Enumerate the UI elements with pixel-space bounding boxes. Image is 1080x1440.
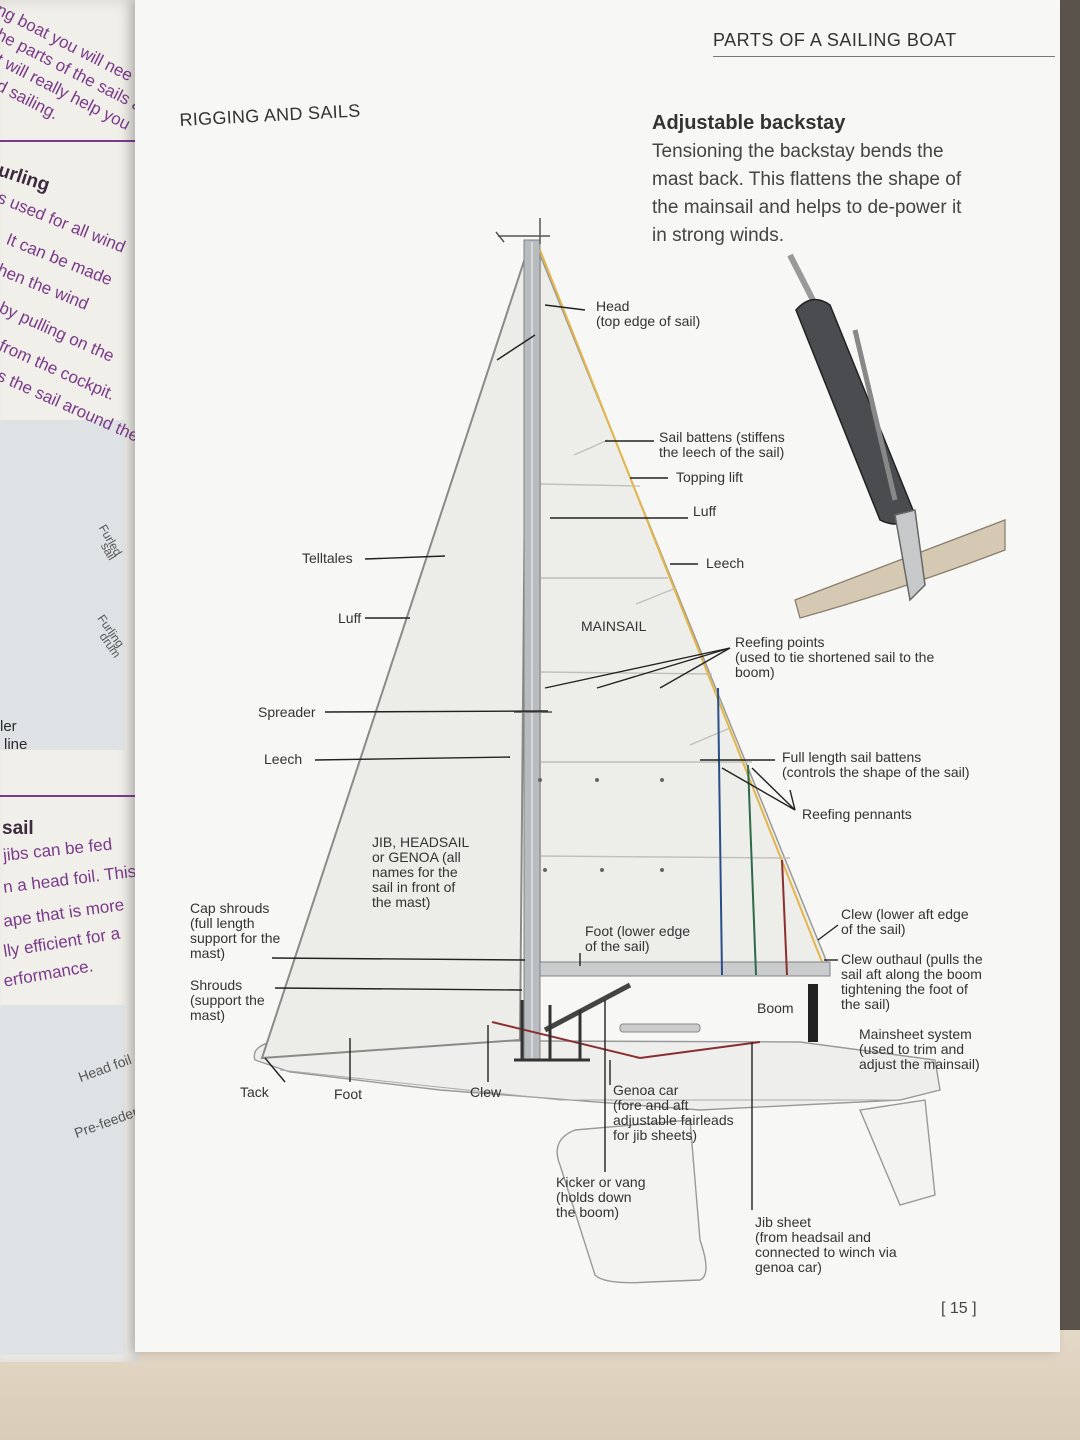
mainsheet-post <box>808 984 818 1042</box>
deck-plank <box>794 519 1006 619</box>
label-telltales: Telltales <box>302 550 353 566</box>
left-page-divider <box>0 795 135 797</box>
backstay-description: Tensioning the backstay bends the mast b… <box>652 141 962 246</box>
jib-sail <box>260 251 528 1060</box>
leader-lines <box>264 304 839 1210</box>
reefing-pennant-blue <box>717 687 723 976</box>
label-topping-lift: Topping lift <box>676 469 743 485</box>
reefing-point-dots <box>538 778 664 872</box>
rudder <box>859 1099 936 1206</box>
page-number: [ 15 ] <box>941 1300 977 1317</box>
label-mainsail: MAINSAIL <box>581 618 647 634</box>
mainsail-battens <box>539 439 791 859</box>
hull-line <box>279 1069 900 1101</box>
label-foot-jib: Foot <box>334 1086 363 1102</box>
label-tack: Tack <box>240 1084 269 1100</box>
running-head-rule <box>713 56 1055 57</box>
reefing-pennant-green <box>747 764 757 976</box>
running-head: PARTS OF A SAILING BOAT <box>713 30 957 50</box>
label-leech-jib: Leech <box>264 751 303 767</box>
reefing-pennant-red <box>781 859 788 976</box>
left-callout-fragment: ler <box>0 718 17 735</box>
backstay-line <box>539 249 823 963</box>
backstay-title: Adjustable backstay <box>652 112 846 134</box>
label-reefing-pennants: Reefing pennants <box>802 806 912 822</box>
keel <box>556 1119 707 1284</box>
head-foil-illustration <box>0 1005 125 1355</box>
label-luff-jib: Luff <box>338 610 362 626</box>
adjuster-bracket <box>894 509 926 602</box>
label-boom: Boom <box>757 1000 794 1016</box>
masthead-instruments <box>495 218 550 244</box>
left-heading-fragment: sail <box>2 818 34 839</box>
label-head: Head(top edge of sail) <box>596 298 701 329</box>
stanchions <box>520 1000 582 1060</box>
deck-line <box>639 1041 761 1059</box>
label-leech-mainsail: Leech <box>706 555 745 571</box>
genoa-car-track <box>619 1023 701 1033</box>
label-full-length-battens: Full length sail battens(controls the sh… <box>782 749 970 780</box>
left-page-divider <box>0 140 135 142</box>
label-clew-jib: Clew <box>470 1084 502 1100</box>
kicker-vang <box>543 982 632 1033</box>
jib-sheet-line <box>491 1021 641 1059</box>
label-reefing-points: Reefing points(used to tie shortened sai… <box>735 634 935 680</box>
boom <box>539 961 831 977</box>
backstay-adjuster-illustration <box>787 253 1006 619</box>
left-callout-fragment: line <box>4 736 28 753</box>
label-luff-mainsail: Luff <box>693 503 717 519</box>
label-spreader: Spreader <box>258 704 316 720</box>
left-page: ng boat you will nee he parts of the sai… <box>0 0 140 1362</box>
furling-illustration <box>0 420 125 750</box>
